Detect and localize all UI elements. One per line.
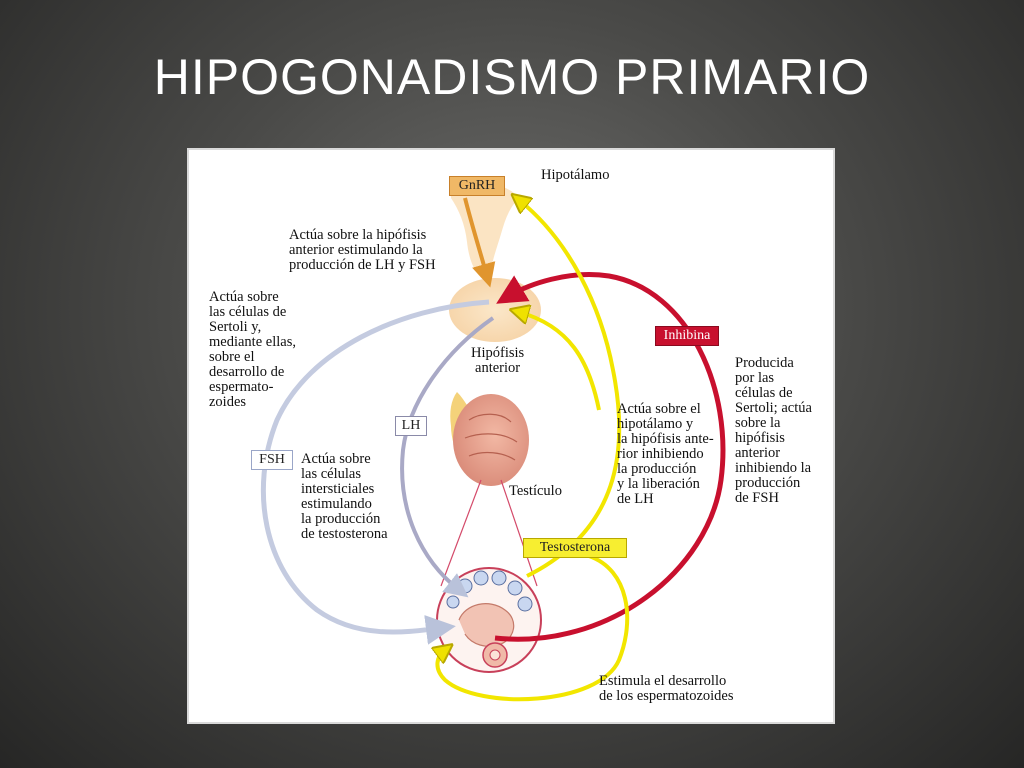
testosterona-feedback-label: Actúa sobre el hipotálamo y la hipófisis… (617, 401, 714, 507)
lh-tag: LH (395, 416, 427, 436)
testosterona-feedback-hypothalamus (519, 200, 622, 578)
inhibina-pathway (494, 272, 726, 642)
testiculo-label: Testículo (509, 483, 562, 499)
diagram-graphics (260, 183, 726, 702)
testosterona-action-label: Estimula el desarrollo de los espermatoz… (599, 673, 734, 704)
testosterona-feedback-pituitary (519, 312, 601, 411)
hipotalamo-label: Hipotálamo (541, 167, 610, 183)
inhibina-tag: Inhibina (655, 326, 719, 346)
slide-title: HIPOGONADISMO PRIMARIO (153, 49, 871, 105)
testosterona-to-tubule (437, 554, 630, 702)
fsh-pathway (260, 299, 490, 645)
gnrh-action-label: Actúa sobre la hipófisis anterior estimu… (289, 227, 436, 273)
fsh-action-label: Actúa sobre las células de Sertoli y, me… (209, 289, 296, 410)
testosterona-tag: Testosterona (523, 538, 627, 558)
hormone-diagram: GnRH FSH LH Inhibina Testosterona Hipotá… (187, 148, 835, 724)
lh-action-label: Actúa sobre las células intersticiales e… (301, 451, 388, 542)
lh-pathway (400, 316, 495, 598)
testis-illustration (450, 392, 529, 486)
fsh-tag: FSH (251, 450, 293, 470)
gnrh-tag: GnRH (449, 176, 505, 196)
inhibina-action-label: Producida por las células de Sertoli; ac… (735, 355, 812, 506)
hipofisis-label: Hipófisis anterior (471, 345, 525, 376)
